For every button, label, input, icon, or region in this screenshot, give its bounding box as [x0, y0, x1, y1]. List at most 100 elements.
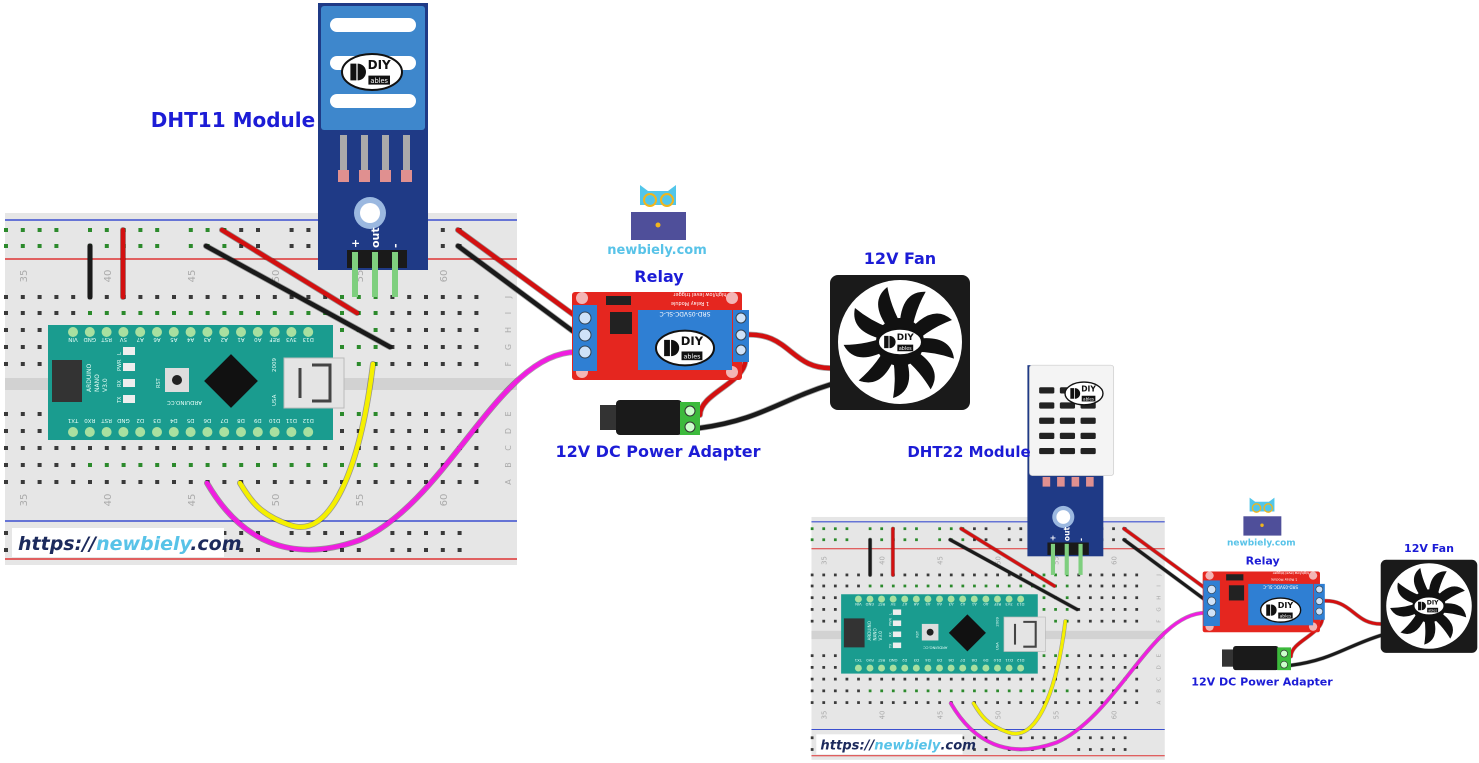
- sensor-grille: [1059, 432, 1076, 439]
- rail-hole: [222, 531, 227, 535]
- breadboard-hole: [340, 328, 344, 332]
- relay-mount-hole: [576, 292, 588, 304]
- breadboard-hole: [1123, 584, 1127, 588]
- relay-gnd-wire: [455, 243, 581, 338]
- breadboard-hole: [390, 463, 395, 467]
- row-letter: F: [504, 361, 513, 366]
- breadboard-hole: [1031, 677, 1034, 681]
- breadboard-hole: [938, 677, 942, 681]
- nano-pin-label: RST: [101, 417, 112, 423]
- logo-mark: [350, 63, 366, 81]
- breadboard-hole: [1065, 584, 1069, 588]
- relay-vcc-wire: [1122, 527, 1209, 591]
- nano-pin-label: GND: [117, 417, 130, 423]
- breadboard-hole: [474, 446, 479, 450]
- breadboard-hole: [1135, 677, 1139, 681]
- rail-hole: [289, 228, 294, 232]
- terminal-screw: [578, 345, 592, 359]
- breadboard-hole: [373, 429, 378, 433]
- breadboard-hole: [474, 362, 479, 366]
- relay-subtitle-text: high/low level trigger: [673, 291, 727, 297]
- column-number: 45: [937, 711, 945, 720]
- breadboard-hole: [1123, 619, 1127, 623]
- breadboard-hole: [926, 701, 930, 704]
- rail-hole: [424, 531, 428, 535]
- breadboard-hole: [340, 429, 344, 433]
- breadboard-hole: [407, 463, 412, 467]
- breadboard-hole: [903, 584, 907, 588]
- breadboard-hole: [1065, 689, 1069, 693]
- breadboard-hole: [4, 362, 8, 366]
- breadboard-hole: [1112, 584, 1115, 588]
- nano-pin-label: A5: [170, 336, 178, 342]
- breadboard-hole: [857, 689, 860, 693]
- rail-hole: [256, 531, 260, 535]
- nano-led-label: PWR: [117, 359, 123, 371]
- nano-led-label: L: [117, 352, 123, 355]
- wires: [87, 227, 836, 553]
- breadboard-hole: [323, 480, 328, 484]
- nano-pin-label: D10: [268, 417, 280, 423]
- breadboard-hole: [1135, 666, 1139, 669]
- breadboard-hole: [926, 689, 930, 693]
- breadboard-hole: [20, 311, 25, 315]
- url-part: https://: [18, 533, 98, 555]
- breadboard-hole: [833, 666, 837, 669]
- rail-hole: [810, 538, 814, 542]
- breadboard-hole: [1054, 573, 1057, 577]
- nano-pin-label: GND: [889, 658, 898, 663]
- terminal-screw: [578, 311, 592, 325]
- row-letter: G: [1157, 607, 1163, 611]
- row-letter: H: [1157, 596, 1163, 600]
- rail-hole: [1019, 527, 1023, 531]
- sensor-grille: [1039, 387, 1055, 394]
- logo-bar: [1427, 607, 1439, 613]
- breadboard-hole: [1019, 701, 1023, 704]
- rail-hole: [323, 531, 328, 535]
- row-letter: H: [504, 327, 513, 333]
- logo-mark: [664, 339, 680, 357]
- breadboard-hole: [810, 666, 814, 669]
- header-pin-label: +: [349, 239, 362, 248]
- column-number: 45: [937, 556, 945, 565]
- nano-led: [892, 609, 902, 615]
- adapter-label: 12V DC Power Adapter: [1191, 675, 1333, 688]
- column-number: 50: [995, 711, 1003, 720]
- logo-subtext: ables: [370, 77, 388, 85]
- relay-mount-hole: [726, 292, 738, 304]
- rail-hole: [915, 538, 918, 542]
- rail-hole: [973, 538, 976, 542]
- url-part: newbiely: [96, 533, 193, 555]
- nano-pin: [101, 327, 112, 337]
- rail-hole: [37, 244, 42, 248]
- breadboard-hole: [289, 463, 294, 467]
- rail-hole: [973, 527, 976, 531]
- breadboard-hole: [915, 689, 918, 693]
- nano-pin: [947, 664, 955, 672]
- breadboard-hole: [390, 328, 395, 332]
- breadboard-hole: [138, 295, 143, 299]
- breadboard-hole: [1135, 619, 1139, 623]
- icsp-header: [52, 360, 82, 402]
- usb-port-detail: [1013, 620, 1037, 648]
- breadboard-hole: [938, 584, 942, 588]
- breadboard-hole: [1019, 677, 1023, 681]
- rail-hole: [938, 527, 942, 531]
- breadboard-hole: [833, 573, 837, 577]
- breadboard-hole: [4, 311, 8, 315]
- breadboard-hole: [440, 311, 445, 315]
- breadboard-hole: [1112, 677, 1115, 681]
- breadboard-hole: [891, 677, 895, 681]
- rail-hole: [222, 548, 227, 552]
- nano-pin-label: D9: [253, 417, 261, 423]
- breadboard-hole: [1135, 573, 1139, 577]
- rail-hole: [239, 244, 244, 248]
- breadboard-hole: [104, 311, 109, 315]
- rail-hole: [239, 548, 244, 552]
- breadboard-hole: [407, 446, 412, 450]
- breadboard-hole: [121, 446, 126, 450]
- breadboard-hole: [810, 701, 814, 704]
- breadboard-hole: [37, 412, 42, 416]
- breadboard-hole: [1042, 573, 1046, 577]
